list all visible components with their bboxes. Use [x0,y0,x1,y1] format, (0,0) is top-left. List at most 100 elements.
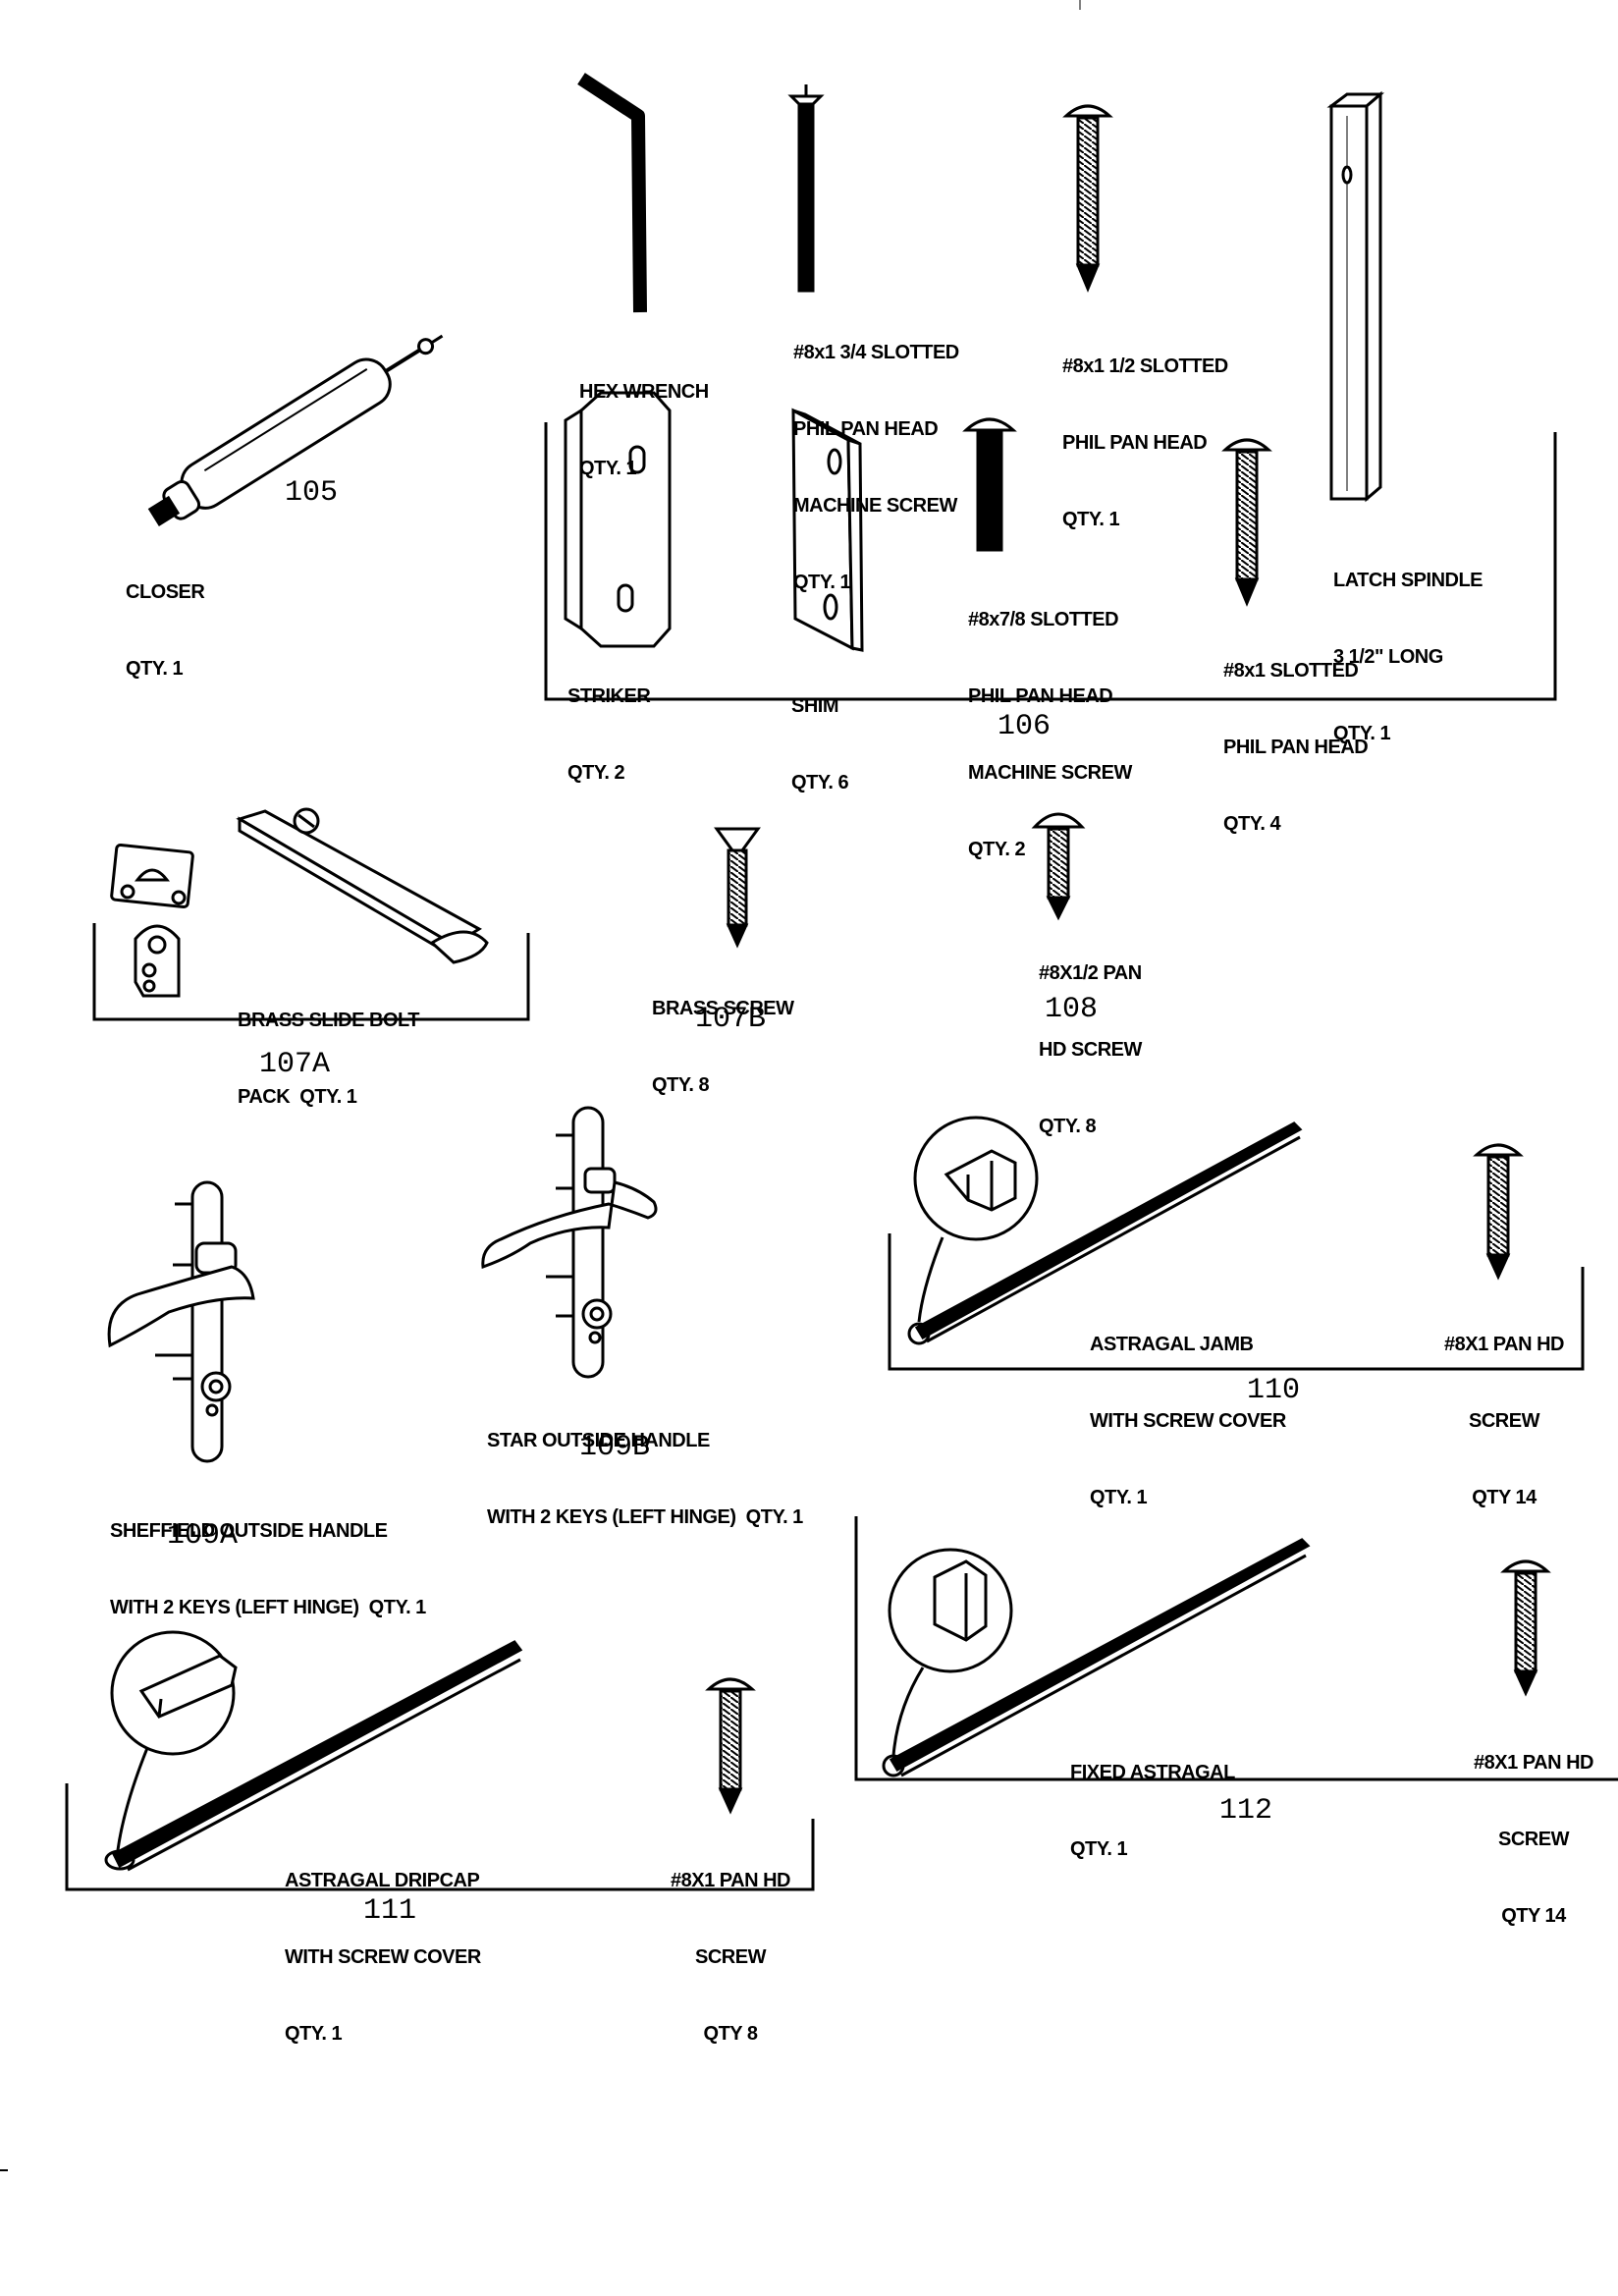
part-number-110: 110 [1247,1374,1301,1407]
shim-name: SHIM [791,695,839,717]
astragal-dripcap-screw-line-2: SCREW [695,1946,766,1968]
part-number-108: 108 [1045,993,1099,1026]
screw-1-1-2-qty: QTY. 1 [1062,509,1120,530]
closer-qty: QTY. 1 [126,658,184,680]
sheffield-handle-name: SHEFFIELD OUTSIDE HANDLE [110,1520,388,1542]
screw-1-1-2-line-1: #8x1 1/2 SLOTTED [1062,355,1228,377]
closer-icon [147,334,444,526]
part-number-112: 112 [1219,1794,1273,1828]
astragal-jamb-line-2: WITH SCREW COVER [1090,1410,1286,1432]
star-handle-name: STAR OUTSIDE HANDLE [487,1430,710,1451]
striker-icon [564,391,672,648]
astragal-dripcap-screw-name: #8X1 PAN HD [671,1870,790,1891]
star-handle-qty: WITH 2 KEYS (LEFT HINGE) QTY. 1 [487,1506,803,1528]
astragal-dripcap-screw-qty: QTY 8 [703,2023,758,2045]
astragal-dripcap-icon [65,1630,815,1891]
part-number-109a: 109A [167,1519,239,1553]
brass-screw-name: BRASS SCREW [652,998,794,1019]
striker-name: STRIKER [567,685,651,707]
screw-1-line-2: PHIL PAN HEAD [1223,737,1369,758]
part-number-107a: 107A [259,1048,331,1081]
latch-spindle-label: LATCH SPINDLE 3 1/2" LONG QTY. 1 [1333,517,1483,772]
machine-screw-long-icon [787,84,825,293]
part-number-111: 111 [363,1894,417,1928]
astragal-jamb-name: ASTRAGAL JAMB [1090,1334,1254,1355]
screw-1-1-2-label: #8x1 1/2 SLOTTED PHIL PAN HEAD QTY. 1 [1062,302,1228,558]
hex-wrench-name: HEX WRENCH [579,381,709,403]
pan-screw-112-icon [1500,1559,1551,1697]
screw-1-1-2-icon [1062,104,1113,293]
brass-slide-bolt-qty: PACK QTY. 1 [238,1086,357,1108]
part-number-106: 106 [998,710,1052,743]
screw-1-label: #8x1 SLOTTED PHIL PAN HEAD QTY. 4 [1223,607,1369,862]
astragal-jamb-label: ASTRAGAL JAMB WITH SCREW COVER QTY. 1 [1090,1281,1286,1536]
astragal-jamb-screw-name: #8X1 PAN HD [1444,1334,1564,1355]
machine-screw-short-qty: QTY. 2 [968,839,1026,860]
fixed-astragal-qty: QTY. 1 [1070,1838,1128,1860]
screw-1-1-2-line-2: PHIL PAN HEAD [1062,432,1208,454]
sheffield-handle-qty: WITH 2 KEYS (LEFT HINGE) QTY. 1 [110,1597,426,1618]
brass-screw-qty: QTY. 8 [652,1074,710,1096]
brass-screw-label: BRASS SCREW QTY. 8 [652,945,794,1123]
bracket-106 [544,422,1557,701]
machine-screw-long-label: #8x1 3/4 SLOTTED PHIL PAN HEAD MACHINE S… [793,289,959,621]
shim-label: SHIM QTY. 6 [791,642,849,821]
shim-qty: QTY. 6 [791,772,849,793]
pan-hd-screw-qty: QTY. 8 [1039,1116,1097,1137]
fixed-astragal-screw-label: #8X1 PAN HD SCREW QTY 14 [1455,1699,1612,1954]
fixed-astragal-icon [854,1516,1618,1781]
screw-1-icon [1221,438,1272,607]
machine-screw-short-line-1: #8x7/8 SLOTTED [968,609,1119,630]
machine-screw-long-line-1: #8x1 3/4 SLOTTED [793,342,959,363]
brass-screw-icon [714,827,761,949]
sheffield-handle-icon [107,1180,255,1463]
astragal-dripcap-name: ASTRAGAL DRIPCAP [285,1870,480,1891]
hex-wrench-icon [577,73,647,313]
fixed-astragal-screw-name: #8X1 PAN HD [1474,1752,1593,1774]
fixed-astragal-screw-qty: QTY 14 [1501,1905,1566,1927]
part-number-105: 105 [285,476,339,510]
striker-label: STRIKER QTY. 2 [567,632,651,811]
astragal-dripcap-screw-label: #8X1 PAN HD SCREW QTY 8 [652,1817,809,2072]
astragal-jamb-screw-qty: QTY 14 [1472,1487,1537,1508]
astragal-dripcap-line-2: WITH SCREW COVER [285,1946,481,1968]
hex-wrench-qty: QTY. 1 [579,458,637,479]
latch-spindle-length: 3 1/2" LONG [1333,646,1443,668]
machine-screw-long-line-3: MACHINE SCREW [793,495,957,517]
latch-spindle-qty: QTY. 1 [1333,723,1391,744]
latch-spindle-icon [1326,90,1385,503]
fixed-astragal-screw-line-2: SCREW [1498,1829,1569,1850]
machine-screw-short-icon [962,417,1017,552]
closer-name: CLOSER [126,581,205,603]
screw-1-qty: QTY. 4 [1223,813,1281,835]
pan-screw-111-icon [705,1677,756,1815]
machine-screw-short-label: #8x7/8 SLOTTED PHIL PAN HEAD MACHINE SCR… [968,556,1132,888]
part-number-107b: 107B [695,1003,767,1036]
machine-screw-short-line-2: PHIL PAN HEAD [968,685,1113,707]
fixed-astragal-label: FIXED ASTRAGAL QTY. 1 [1070,1709,1235,1887]
screw-1-line-1: #8x1 SLOTTED [1223,660,1359,682]
fixed-astragal-name: FIXED ASTRAGAL [1070,1762,1235,1783]
bracket-107a [92,923,530,1021]
pan-hd-screw-label: #8X1/2 PAN HD SCREW QTY. 8 [1039,909,1142,1165]
pan-hd-screw-icon [1031,812,1086,921]
part-number-109b: 109B [579,1431,651,1464]
astragal-dripcap-label: ASTRAGAL DRIPCAP WITH SCREW COVER QTY. 1 [285,1817,481,2072]
pan-hd-screw-line-2: HD SCREW [1039,1039,1142,1061]
astragal-jamb-screw-label: #8X1 PAN HD SCREW QTY 14 [1426,1281,1583,1536]
sheffield-handle-label: SHEFFIELD OUTSIDE HANDLE WITH 2 KEYS (LE… [110,1467,426,1646]
brass-slide-bolt-label: BRASS SLIDE BOLT PACK QTY. 1 [238,957,419,1135]
brass-slide-bolt-name: BRASS SLIDE BOLT [238,1010,419,1031]
machine-screw-short-line-3: MACHINE SCREW [968,762,1132,784]
hex-wrench-label: HEX WRENCH QTY. 1 [579,328,709,507]
shim-icon [791,408,864,652]
latch-spindle-name: LATCH SPINDLE [1333,570,1483,591]
star-handle-icon [481,1106,658,1379]
astragal-dripcap-qty: QTY. 1 [285,2023,343,2045]
closer-label: CLOSER QTY. 1 [126,528,205,707]
star-handle-label: STAR OUTSIDE HANDLE WITH 2 KEYS (LEFT HI… [487,1377,803,1556]
astragal-jamb-screw-line-2: SCREW [1469,1410,1539,1432]
pan-screw-110-icon [1473,1143,1524,1281]
